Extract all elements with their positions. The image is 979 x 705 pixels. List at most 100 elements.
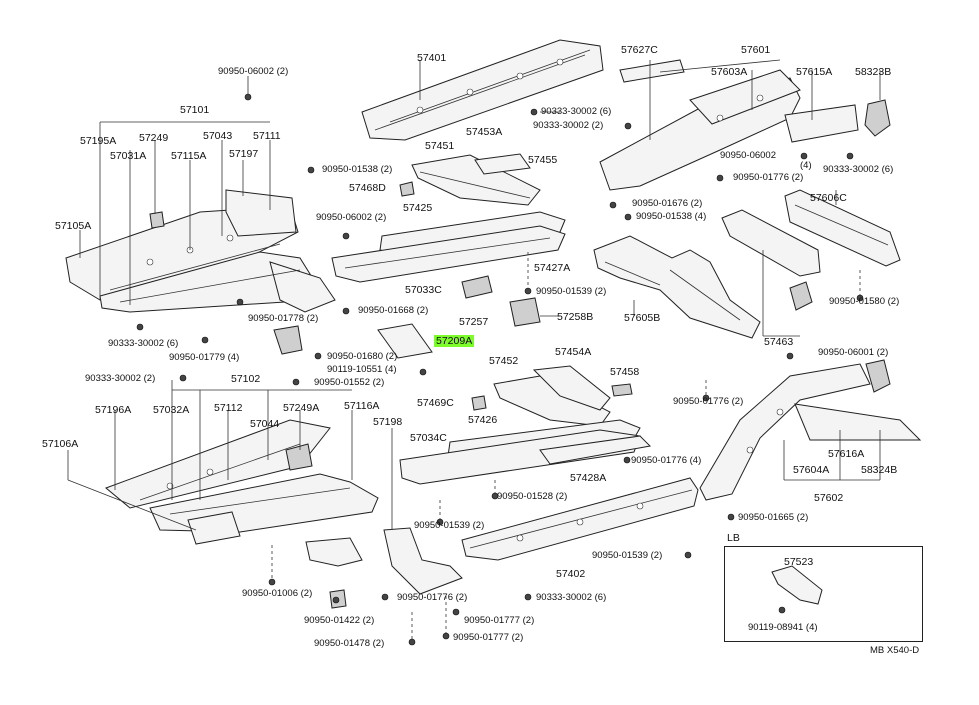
label-90333-30002-6a: 90333-30002 (6) (541, 106, 612, 117)
label-57458: 57458 (610, 366, 640, 378)
part-57258B-drawing (509, 297, 541, 327)
label-57033C: 57033C (405, 284, 442, 296)
label-90333-30002-2a: 90333-30002 (2) (533, 120, 604, 131)
label-90950-01778: 90950-01778 (2) (248, 313, 319, 324)
label-90950-01539-2b: 90950-01539 (2) (414, 520, 485, 531)
label-90950-06001: 90950-06001 (2) (818, 347, 889, 358)
label-57034C: 57034C (410, 432, 447, 444)
label-57031A: 57031A (110, 150, 147, 162)
part-57257-drawing (461, 275, 493, 299)
label-90950-01668: 90950-01668 (2) (358, 305, 429, 316)
label-57032A: 57032A (153, 404, 190, 416)
part-57425-drawing (331, 211, 566, 283)
label-57258B: 57258B (557, 311, 594, 323)
label-57105A: 57105A (55, 220, 92, 232)
label-90333-30002-6b: 90333-30002 (6) (823, 164, 894, 175)
label-90950-06002-4-count: (4) (800, 160, 812, 171)
label-57044: 57044 (250, 418, 280, 430)
part-57402-drawing (461, 477, 699, 561)
label-90950-01777-2b: 90950-01777 (2) (453, 632, 524, 643)
label-90119-10551: 90119-10551 (4) (327, 364, 397, 375)
label-57523: 57523 (784, 556, 814, 568)
lb-inset-box (724, 546, 923, 642)
label-57426: 57426 (468, 414, 498, 426)
label-57468D: 57468D (349, 182, 386, 194)
label-90333-30002-6c: 90333-30002 (6) (108, 338, 179, 349)
label-57102: 57102 (231, 373, 261, 385)
label-90950-01478: 90950-01478 (2) (314, 638, 385, 649)
part-57602-drawing (699, 359, 922, 501)
label-57602: 57602 (814, 492, 844, 504)
part-57198-drawing (305, 527, 463, 609)
label-57469C: 57469C (417, 397, 454, 409)
part-57452-drawing (471, 365, 633, 427)
label-90950-01776-2c: 90950-01776 (2) (397, 592, 468, 603)
label-57197: 57197 (229, 148, 259, 160)
label-57209A-highlighted[interactable]: 57209A (434, 335, 475, 347)
part-57101-drawing (65, 189, 336, 355)
part-57606C-drawing (784, 189, 901, 267)
label-57101: 57101 (180, 104, 210, 116)
label-57195A: 57195A (80, 135, 117, 147)
label-LB: LB (727, 532, 740, 544)
label-90950-01777-2a: 90950-01777 (2) (464, 615, 535, 626)
label-57257: 57257 (459, 316, 489, 328)
label-57603A: 57603A (711, 66, 748, 78)
label-57454A: 57454A (555, 346, 592, 358)
label-90950-01006: 90950-01006 (2) (242, 588, 313, 599)
label-57605B: 57605B (624, 312, 661, 324)
part-57463-drawing (721, 209, 821, 311)
label-57604A: 57604A (793, 464, 830, 476)
label-58324B: 58324B (861, 464, 898, 476)
part-57523-drawing (771, 565, 823, 605)
label-90333-30002-6d: 90333-30002 (6) (536, 592, 607, 603)
label-57455: 57455 (528, 154, 558, 166)
label-90950-01580: 90950-01580 (2) (829, 296, 900, 307)
label-57453A: 57453A (466, 126, 503, 138)
part-57601-drawing (599, 69, 891, 191)
label-90950-01776-4: 90950-01776 (4) (631, 455, 702, 466)
label-90950-01538-2: 90950-01538 (2) (322, 164, 393, 175)
label-57425: 57425 (403, 202, 433, 214)
label-57115A: 57115A (171, 150, 207, 162)
diagram-code: MB X540-D (870, 645, 920, 656)
label-90950-01538-4: 90950-01538 (4) (636, 211, 707, 222)
part-57451-drawing (399, 153, 541, 206)
label-57428A: 57428A (570, 472, 607, 484)
label-57627C: 57627C (621, 44, 658, 56)
part-57401-drawing (361, 39, 604, 141)
part-57209A-drawing (377, 323, 433, 359)
label-57606C: 57606C (810, 192, 847, 204)
label-57616A: 57616A (828, 448, 865, 460)
part-57627C-drawing (619, 59, 685, 83)
label-90950-06002-top: 90950-06002 (2) (218, 66, 289, 77)
label-57111: 57111 (253, 130, 281, 142)
label-57249: 57249 (139, 132, 169, 144)
label-90333-30002-2b: 90333-30002 (2) (85, 373, 156, 384)
label-90119-08941: 90119-08941 (4) (748, 622, 818, 633)
label-57249A: 57249A (283, 402, 320, 414)
label-90950-01776-2b: 90950-01776 (2) (673, 396, 744, 407)
part-57102-drawing (105, 419, 379, 545)
label-57402: 57402 (556, 568, 586, 580)
label-90950-01680: 90950-01680 (2) (327, 351, 398, 362)
label-57043: 57043 (203, 130, 233, 142)
label-90950-01776-2a: 90950-01776 (2) (733, 172, 804, 183)
label-90950-01539-2c: 90950-01539 (2) (592, 550, 663, 561)
label-57452: 57452 (489, 355, 519, 367)
fasteners (136, 93, 864, 646)
label-57106A: 57106A (42, 438, 79, 450)
label-90950-01665: 90950-01665 (2) (738, 512, 809, 523)
label-57401: 57401 (417, 52, 447, 64)
label-90950-01539-2a: 90950-01539 (2) (536, 286, 607, 297)
label-90950-01779: 90950-01779 (4) (169, 352, 240, 363)
label-57451: 57451 (425, 140, 455, 152)
label-57601: 57601 (741, 44, 771, 56)
label-90950-01528: 90950-01528 (2) (497, 491, 568, 502)
label-90950-01676: 90950-01676 (2) (632, 198, 703, 209)
label-57615A: 57615A (796, 66, 833, 78)
label-57116A: 57116A (344, 400, 380, 412)
label-90950-01552: 90950-01552 (2) (314, 377, 385, 388)
